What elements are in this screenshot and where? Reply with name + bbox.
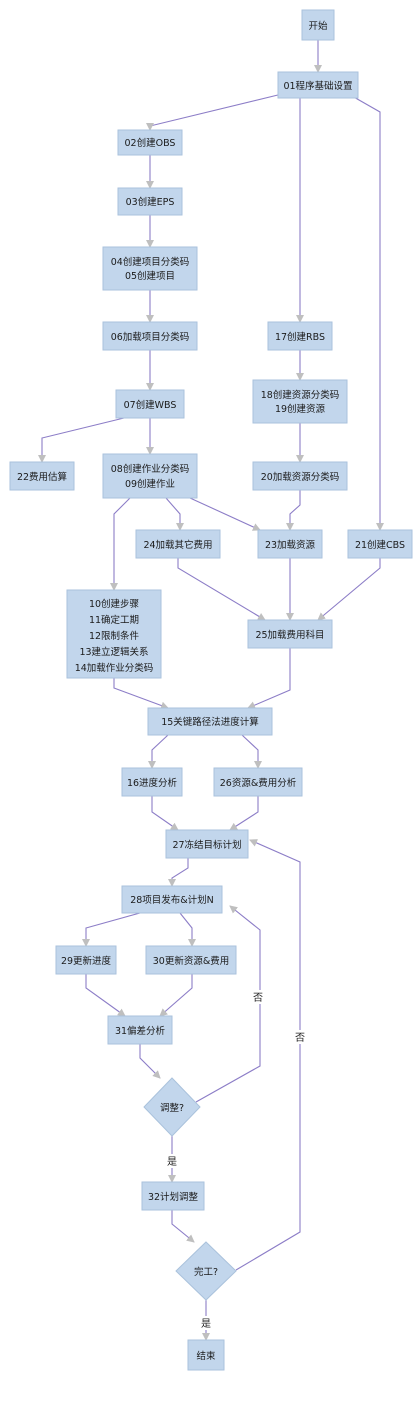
node-label: 05创建项目: [125, 270, 175, 282]
edge-21-25: [317, 558, 381, 621]
label-no-adjust: 否: [253, 992, 263, 1004]
edge-10-15: [113, 678, 169, 710]
node-label: 26资源&费用分析: [220, 777, 297, 789]
node-label: 12限制条件: [89, 630, 140, 642]
edge-0809-23: [189, 497, 261, 531]
node-01-program-settings: 01程序基础设置: [277, 71, 359, 99]
edge-20-23: [286, 490, 301, 531]
node-24-load-other-costs: 24加载其它费用: [135, 529, 221, 559]
node-16-schedule-analysis: 16进度分析: [121, 767, 183, 797]
node-21-create-cbs: 21创建CBS: [347, 529, 413, 559]
node-label: 完工?: [194, 1266, 218, 1278]
edge-0809-24: [165, 497, 184, 531]
node-done-decision: 完工?: [175, 1241, 237, 1301]
node-31-variance-analysis: 31偏差分析: [107, 1015, 173, 1045]
node-label: 32计划调整: [148, 1191, 199, 1203]
node-label: 23加载资源: [265, 539, 316, 551]
node-02-create-obs: 02创建OBS: [117, 129, 183, 156]
edge-27-28: [168, 858, 189, 887]
edge-15-16: [148, 734, 169, 769]
edge-labels: 否 否 是 是: [164, 990, 308, 1330]
node-label: 03创建EPS: [126, 196, 175, 208]
edge-01-21: [351, 95, 384, 531]
node-29-update-progress: 29更新进度: [55, 945, 117, 975]
node-03-create-eps: 03创建EPS: [117, 187, 183, 216]
node-label: 28项目发布&计划N: [130, 894, 214, 906]
edge-32-done: [171, 1210, 195, 1243]
nodes: 开始 01程序基础设置 02创建OBS 03创建EPS 04创建项目分类码 05…: [9, 9, 413, 1371]
node-23-load-resources: 23加载资源: [257, 529, 323, 559]
node-label: 22费用估算: [17, 471, 67, 483]
node-label: 19创建资源: [275, 403, 326, 415]
node-start: 开始: [301, 9, 335, 41]
edge-28-30: [179, 912, 196, 947]
node-label: 06加载项目分类码: [111, 331, 190, 343]
node-04-05-project-codes: 04创建项目分类码 05创建项目: [102, 246, 198, 291]
node-07-create-wbs: 07创建WBS: [115, 389, 185, 419]
node-start-label: 开始: [308, 20, 328, 32]
label-yes-done: 是: [201, 1318, 211, 1330]
node-label: 31偏差分析: [115, 1025, 166, 1037]
node-26-resource-cost-analysis: 26资源&费用分析: [213, 767, 303, 797]
edge-15-26: [241, 734, 262, 769]
node-label: 17创建RBS: [275, 331, 325, 343]
node-17-create-rbs: 17创建RBS: [267, 321, 333, 351]
node-32-plan-adjustment: 32计划调整: [141, 1181, 205, 1211]
node-15-cpm-scheduling: 15关键路径法进度计算: [147, 707, 273, 736]
node-06-load-project-codes: 06加载项目分类码: [102, 321, 198, 351]
node-adjust-decision: 调整?: [143, 1077, 201, 1137]
edge-29-31: [85, 974, 126, 1017]
edge-31-adjust: [139, 1044, 161, 1079]
node-10-14-activity-details: 10创建步骤 11确定工期 12限制条件 13建立逻辑关系 14加载作业分类码: [66, 589, 162, 679]
node-label: 16进度分析: [127, 777, 178, 789]
node-label: 18创建资源分类码: [261, 389, 340, 401]
edge-30-31: [159, 974, 193, 1017]
node-label: 10创建步骤: [89, 598, 139, 610]
edge-done-27-no: [235, 839, 301, 1271]
node-label: 07创建WBS: [124, 399, 177, 411]
node-label: 09创建作业: [125, 478, 175, 490]
node-label: 02创建OBS: [125, 137, 176, 149]
node-label: 24加载其它费用: [143, 539, 212, 551]
edge-0809-10: [110, 497, 131, 591]
node-end: 结束: [187, 1339, 225, 1371]
edge-01-02: [146, 93, 283, 131]
node-label: 结束: [196, 1350, 216, 1362]
node-20-load-resource-codes: 20加载资源分类码: [252, 461, 348, 491]
node-28-publish-plan: 28项目发布&计划N: [121, 885, 223, 914]
node-label: 04创建项目分类码: [111, 256, 190, 268]
label-yes-adjust: 是: [167, 1156, 177, 1168]
node-label: 01程序基础设置: [283, 80, 352, 92]
edge-26-27: [229, 796, 259, 831]
node-label: 08创建作业分类码: [111, 463, 190, 475]
edge-24-25: [177, 558, 266, 621]
node-label: 13建立逻辑关系: [79, 646, 148, 658]
node-18-19-resource-codes: 18创建资源分类码 19创建资源: [252, 379, 348, 424]
node-label: 27冻结目标计划: [172, 839, 241, 851]
node-label: 15关键路径法进度计算: [161, 716, 259, 728]
label-no-done: 否: [295, 1032, 305, 1044]
node-label: 20加载资源分类码: [261, 471, 340, 483]
edge-07-22: [38, 417, 125, 463]
node-label: 21创建CBS: [355, 539, 405, 551]
node-label: 调整?: [160, 1102, 184, 1114]
edge-25-15: [247, 648, 291, 709]
node-25-load-cost-accounts: 25加载费用科目: [247, 619, 333, 649]
node-08-09-activity-codes: 08创建作业分类码 09创建作业: [102, 453, 198, 499]
node-label: 29更新进度: [61, 955, 112, 967]
edges: [38, 40, 384, 1341]
node-label: 14加载作业分类码: [75, 662, 154, 674]
edge-16-27: [151, 796, 179, 831]
node-22-cost-estimate: 22费用估算: [9, 461, 75, 491]
node-27-freeze-baseline: 27冻结目标计划: [165, 829, 249, 859]
edge-28-29: [82, 912, 141, 947]
node-label: 11确定工期: [89, 614, 139, 626]
node-label: 25加载费用科目: [255, 629, 324, 641]
node-label: 30更新资源&费用: [153, 955, 230, 967]
node-30-update-resources-costs: 30更新资源&费用: [145, 945, 237, 975]
